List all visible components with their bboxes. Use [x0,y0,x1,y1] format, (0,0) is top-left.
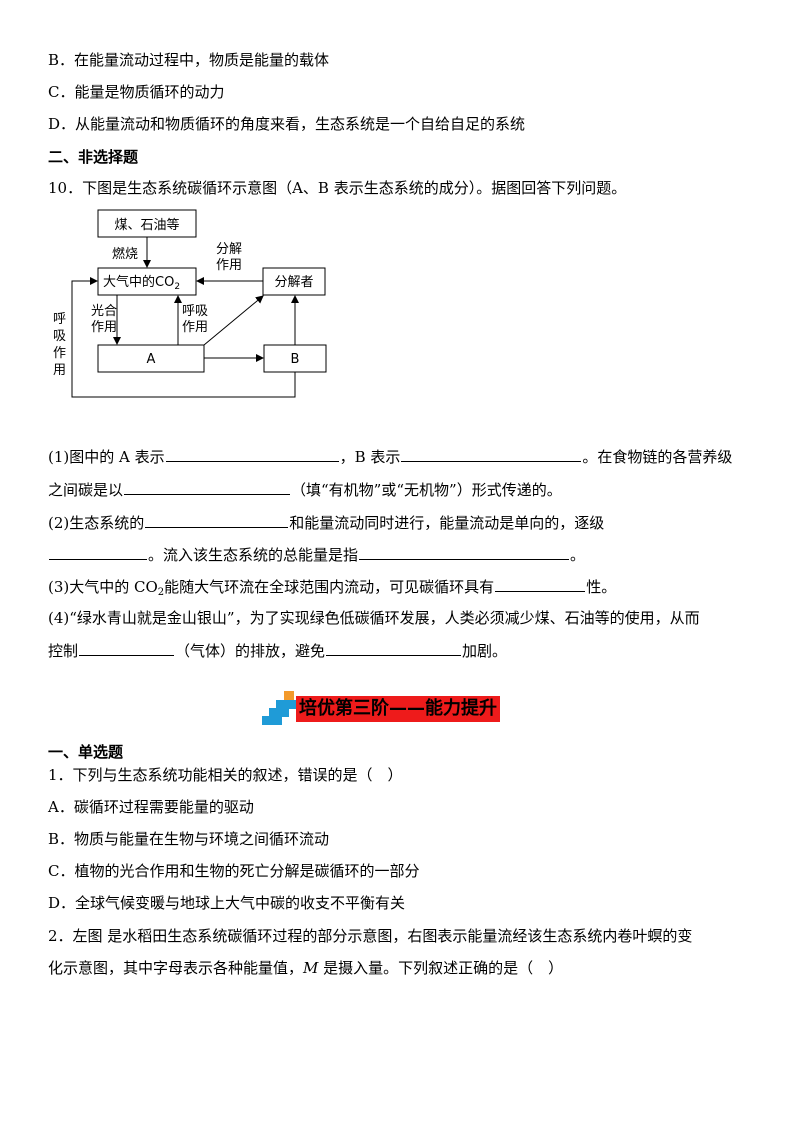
left-resp-2: 吸 [53,329,66,344]
q10-part2-line1: (2)生态系统的和能量流动同时进行，能量流动是单向的，逐级 [48,512,605,532]
decomp-label-2: 作用 [216,258,242,273]
answer-blank-b[interactable] [401,446,582,462]
q1-option-d: D．全球气候变暖与地球上大气中碳的收支不平衡有关 [48,894,406,912]
banner-stairs-icon [262,691,296,725]
co2-label: 大气中的CO2 [103,274,180,292]
answer-blank-cycle[interactable] [145,512,289,528]
left-resp-3: 作 [53,346,66,361]
respiration-label-2: 作用 [182,320,208,335]
coal-label: 煤、石油等 [114,217,179,233]
decomposer-label: 分解者 [274,275,313,290]
option-d-prev: D．从能量流动和物质循环的角度来看，生态系统是一个自给自足的系统 [48,115,526,133]
coal-box [97,209,197,238]
answer-blank-global[interactable] [495,576,586,592]
answer-blank-effect[interactable] [326,640,462,656]
q2-stem-line2: 化示意图，其中字母表示各种能量值，M 是摄入量。下列叙述正确的是（ ） [48,959,564,977]
q1-option-a: A．碳循环过程需要能量的驱动 [48,798,254,816]
section-heading-single-choice: 一、单选题 [48,743,124,761]
answer-blank-total-energy[interactable] [359,544,570,560]
q1-stem: 1．下列与生态系统功能相关的叙述，错误的是（ ） [48,766,403,784]
q1-option-b: B．物质与能量在生物与环境之间循环流动 [48,830,330,848]
photosynthesis-label-1: 光合 [91,304,117,319]
answer-blank-gas[interactable] [79,640,175,656]
a-to-decomposer-arrow [203,295,264,346]
q10-part4-line1: (4)“绿水青山就是金山银山”，为了实现绿色低碳循环发展，人类必须减少煤、石油等… [48,609,700,627]
q10-part4-line2: 控制（气体）的排放，避免加剧。 [48,640,508,660]
photosynthesis-label-2: 作用 [91,320,117,335]
q10-part2-line2: 。流入该生态系统的总能量是指。 [48,544,585,565]
box-a [97,344,205,373]
q2-stem-line1: 2．左图 是水稻田生态系统碳循环过程的部分示意图，右图表示能量流经该生态系统内卷… [48,927,693,945]
carbon-cycle-diagram: 煤、石油等 燃烧 大气中的CO2 分解者 分解 作用 A B 光合 作用 呼吸 … [53,209,327,398]
section-heading-nonchoice: 二、非选择题 [48,148,139,166]
answer-blank-decrease[interactable] [49,544,147,560]
left-resp-1: 呼 [53,312,66,327]
box-b-label: B [291,352,300,367]
co2-box [97,267,197,296]
decomp-label-1: 分解 [216,242,242,257]
option-b-prev: B．在能量流动过程中，物质是能量的载体 [48,51,330,69]
left-resp-4: 用 [53,363,66,378]
section-banner: 培优第三阶——能力提升 [262,691,544,725]
burn-label: 燃烧 [112,246,138,262]
q10-stem: 10．下图是生态系统碳循环示意图（A、B 表示生态系统的成分）。据图回答下列问题… [48,179,627,197]
q10-part1-line2: 之间碳是以（填“有机物”或“无机物”）形式传递的。 [48,479,562,499]
q10-part3: (3)大气中的 CO2能随大气环流在全球范围内流动，可见碳循环具有性。 [48,576,617,598]
respiration-label-1: 呼吸 [182,304,208,319]
answer-blank-carbon-form[interactable] [124,479,291,495]
box-a-label: A [147,352,156,367]
banner-title: 培优第三阶——能力提升 [296,696,500,722]
q10-part1-line1: (1)图中的 A 表示，B 表示。在食物链的各营养级 [48,446,733,466]
option-c-prev: C．能量是物质循环的动力 [48,83,225,101]
q1-option-c: C．植物的光合作用和生物的死亡分解是碳循环的一部分 [48,862,420,880]
answer-blank-a[interactable] [165,446,339,462]
b-respiration-loop [71,277,296,398]
